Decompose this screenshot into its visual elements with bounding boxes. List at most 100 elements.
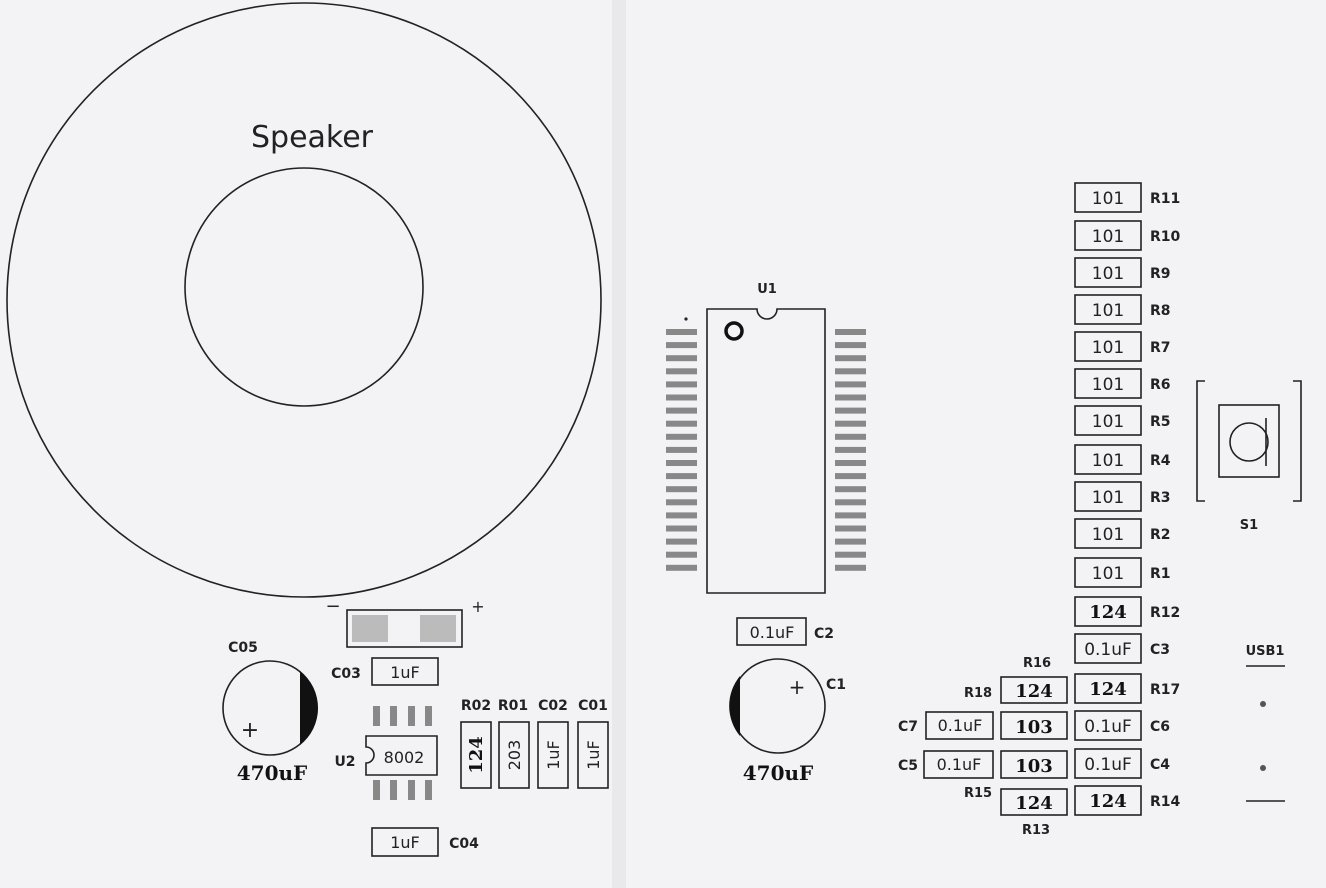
- r01-ref: R01: [498, 698, 528, 714]
- column-part-value: 124: [1089, 679, 1127, 700]
- c02-value: 1uF: [544, 740, 563, 770]
- column-part-ref: C6: [1150, 719, 1170, 735]
- u1-pin: [666, 486, 697, 493]
- u1-pin: [835, 381, 866, 388]
- speaker-outer-ring: [6, 2, 602, 598]
- c1-polarity-band: [729, 676, 740, 736]
- u1-pin: [666, 512, 697, 519]
- column-part-ref: R9: [1150, 266, 1171, 282]
- column-part-value: 101: [1092, 564, 1124, 584]
- c02-ref: C02: [538, 698, 568, 714]
- capacitor-c04: 1uF C04: [371, 827, 479, 857]
- column-part-c3: 0.1uF C3: [1074, 633, 1170, 664]
- column-part-outline: [1074, 518, 1142, 549]
- column-part-ref: R3: [1150, 490, 1171, 506]
- u1-pin: [666, 460, 697, 466]
- u1-pin: [666, 407, 697, 414]
- column-part-ref: R10: [1150, 229, 1181, 245]
- u1-pin: [666, 525, 697, 532]
- column-part-r7: 101 R7: [1074, 331, 1171, 362]
- column-part-value: 101: [1092, 375, 1124, 395]
- column-part-ref: R12: [1150, 605, 1180, 621]
- u1-pin: [835, 329, 866, 335]
- column-part-ref: R4: [1150, 453, 1171, 469]
- column-part-ref: R17: [1150, 682, 1180, 698]
- column-part-outline: [1074, 220, 1142, 251]
- battery-minus-label: −: [325, 596, 340, 617]
- usb-connector: USB1: [1246, 644, 1285, 802]
- u1-pin: [835, 538, 866, 545]
- c1-value: 470uF: [743, 761, 814, 785]
- c2-outline: [736, 617, 807, 646]
- u1-pin: [835, 460, 866, 466]
- battery-pad-left: [352, 615, 388, 642]
- c04-outline: [371, 827, 439, 857]
- column-part-ref: C3: [1150, 642, 1170, 658]
- column-part-outline: [1074, 748, 1142, 779]
- column-part-value: 101: [1092, 227, 1124, 247]
- column-part-value: 101: [1092, 488, 1124, 508]
- column-part-outline: [1074, 444, 1142, 475]
- column-part-r3: 101 R3: [1074, 481, 1171, 512]
- capacitor-c2: 0.1uF C2: [736, 617, 834, 646]
- u1-pin: [835, 486, 866, 493]
- battery-outline: [346, 609, 463, 648]
- c7-mid-outline: [1000, 711, 1068, 740]
- capacitor-c05: C05 + 470uF: [222, 640, 319, 785]
- u1-pin1-dot: [684, 317, 688, 321]
- column-part-value: 101: [1092, 338, 1124, 358]
- column-part-ref: R2: [1150, 527, 1171, 543]
- ic-u2: 8002 U2: [334, 706, 438, 800]
- u1-pin: [835, 525, 866, 532]
- u1-pin: [666, 342, 697, 349]
- u1-pin: [666, 551, 697, 558]
- column-part-ref: R7: [1150, 340, 1171, 356]
- c05-ref: C05: [228, 640, 258, 656]
- u1-pin: [666, 538, 697, 545]
- r02-ref: R02: [461, 698, 491, 714]
- battery-plus-label: +: [471, 597, 484, 616]
- r02-outline: [460, 721, 492, 789]
- column-part-value: 101: [1092, 451, 1124, 471]
- resistor-r02: R02 124: [460, 698, 492, 789]
- u1-right-pins: [835, 329, 866, 571]
- r18-value: 124: [1015, 681, 1053, 702]
- column-part-ref: C4: [1150, 757, 1170, 773]
- u1-pin: [666, 394, 697, 401]
- u1-pin: [666, 420, 697, 427]
- column-part-value: 0.1uF: [1084, 640, 1132, 660]
- s1-ref: S1: [1240, 518, 1258, 533]
- c01-value: 1uF: [584, 740, 603, 770]
- u1-pin: [835, 368, 866, 375]
- u1-pin: [835, 551, 866, 558]
- u1-ref: U1: [757, 282, 777, 297]
- battery-pad-right: [420, 615, 456, 642]
- u1-pin: [666, 473, 697, 480]
- c02-outline: [537, 721, 569, 789]
- u1-pin: [835, 433, 866, 440]
- column-part-outline: [1074, 633, 1142, 664]
- capacitor-c01: C01 1uF: [577, 698, 609, 789]
- column-part-r9: 101 R9: [1074, 257, 1171, 288]
- u1-pin: [666, 433, 697, 440]
- r15-outline: [1000, 788, 1068, 816]
- r01-value: 203: [505, 740, 524, 771]
- usb-pad-1: [1260, 701, 1266, 707]
- c1-ref: C1: [826, 677, 846, 693]
- column-part-value: 0.1uF: [1084, 717, 1132, 737]
- u1-left-pins: [666, 329, 697, 571]
- u1-pin: [666, 499, 697, 506]
- c01-ref: C01: [578, 698, 608, 714]
- c5-outline: [923, 750, 994, 779]
- c1-plus: +: [789, 675, 806, 699]
- r02-value: 124: [466, 736, 487, 774]
- s1-button: [1229, 422, 1269, 462]
- c05-plus: +: [241, 718, 259, 743]
- column-part-value: 101: [1092, 264, 1124, 284]
- column-part-outline: [1074, 182, 1142, 213]
